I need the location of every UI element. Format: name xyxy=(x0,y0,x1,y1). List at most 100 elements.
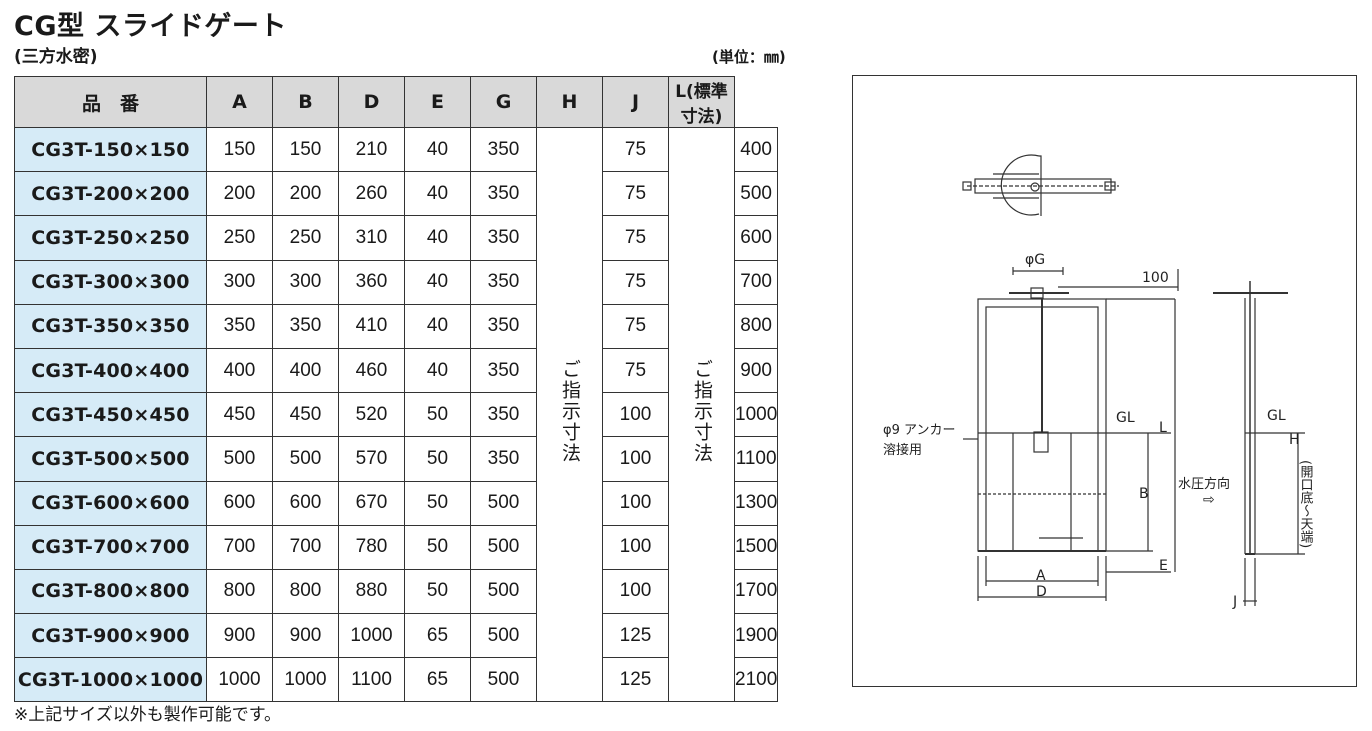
cell-d: 460 xyxy=(338,347,405,394)
cell-code: CG3T-1000×1000 xyxy=(14,657,207,703)
cell-j: 100 xyxy=(602,392,669,438)
cell-a: 400 xyxy=(206,347,273,394)
cell-g: 350 xyxy=(470,259,537,305)
cell-d: 780 xyxy=(338,524,405,570)
cell-j: 75 xyxy=(602,347,669,394)
cell-a: 600 xyxy=(206,480,273,526)
cell-e: 40 xyxy=(404,303,471,349)
cell-e: 65 xyxy=(404,657,471,703)
cell-l: 700 xyxy=(733,259,779,305)
cell-d: 310 xyxy=(338,215,405,261)
cell-j: 125 xyxy=(602,657,669,703)
cell-b: 1000 xyxy=(272,657,339,703)
cell-e: 40 xyxy=(404,259,471,305)
cell-e: 50 xyxy=(404,392,471,438)
cell-l: 500 xyxy=(733,171,779,217)
col-header-h: H xyxy=(536,76,603,128)
cell-code: CG3T-350×350 xyxy=(14,303,207,349)
cell-a: 250 xyxy=(206,215,273,261)
gate-diagram: φG 100 φ9 アンカー 溶接用 GL L B A D E J GL H 水… xyxy=(852,75,1357,687)
cell-j: 75 xyxy=(602,259,669,305)
cell-code: CG3T-500×500 xyxy=(14,436,207,482)
label-gl-front: GL xyxy=(1116,410,1135,426)
cell-d: 1000 xyxy=(338,613,405,659)
col-header-g: G xyxy=(470,76,537,128)
cell-l: 900 xyxy=(733,347,779,394)
label-j: J xyxy=(1232,594,1237,610)
col-header-code: 品 番 xyxy=(14,76,207,128)
cell-a: 450 xyxy=(206,392,273,438)
front-view xyxy=(963,267,1179,601)
cell-b: 200 xyxy=(272,171,339,217)
label-d: D xyxy=(1036,584,1047,600)
cell-code: CG3T-600×600 xyxy=(14,480,207,526)
label-b: B xyxy=(1139,486,1149,502)
cell-code: CG3T-450×450 xyxy=(14,392,207,438)
cell-d: 520 xyxy=(338,392,405,438)
cell-j: 100 xyxy=(602,436,669,482)
cell-e: 40 xyxy=(404,171,471,217)
cell-g: 350 xyxy=(470,215,537,261)
cell-a: 900 xyxy=(206,613,273,659)
cell-j: 75 xyxy=(602,303,669,349)
cell-e: 65 xyxy=(404,613,471,659)
cell-j: 75 xyxy=(602,171,669,217)
cell-a: 350 xyxy=(206,303,273,349)
cell-l: 1000 xyxy=(733,392,779,438)
top-view xyxy=(962,154,1119,216)
cell-b: 600 xyxy=(272,480,339,526)
cell-e: 50 xyxy=(404,568,471,615)
cell-l: 1900 xyxy=(733,613,779,659)
label-gl-side: GL xyxy=(1267,408,1286,424)
unit-label: (単位：㎜) xyxy=(712,48,786,66)
cell-j-merged: ご指示寸法 xyxy=(668,126,735,703)
cell-e: 40 xyxy=(404,126,471,173)
cell-b: 250 xyxy=(272,215,339,261)
cell-b: 450 xyxy=(272,392,339,438)
cell-l: 800 xyxy=(733,303,779,349)
cell-e: 50 xyxy=(404,436,471,482)
cell-g: 500 xyxy=(470,613,537,659)
cell-g: 350 xyxy=(470,171,537,217)
cell-a: 700 xyxy=(206,524,273,570)
j-instruction-text: ご指示寸法 xyxy=(691,359,712,465)
side-view xyxy=(1213,281,1305,606)
cell-b: 900 xyxy=(272,613,339,659)
cell-code: CG3T-250×250 xyxy=(14,215,207,261)
cell-g: 350 xyxy=(470,126,537,173)
col-header-b: B xyxy=(272,76,339,128)
cell-g: 500 xyxy=(470,524,537,570)
cell-b: 150 xyxy=(272,126,339,173)
cell-code: CG3T-200×200 xyxy=(14,171,207,217)
footnote: ※上記サイズ以外も製作可能です。 xyxy=(14,705,282,725)
cell-code: CG3T-300×300 xyxy=(14,259,207,305)
cell-g: 350 xyxy=(470,303,537,349)
page-subtitle: (三方水密) xyxy=(14,47,98,67)
cell-g: 500 xyxy=(470,568,537,615)
cell-l: 600 xyxy=(733,215,779,261)
col-header-e: E xyxy=(404,76,471,128)
h-instruction-text: ご指示寸法 xyxy=(559,359,580,465)
cell-d: 260 xyxy=(338,171,405,217)
cell-g: 350 xyxy=(470,392,537,438)
cell-l: 2100 xyxy=(733,657,779,703)
label-water-direction: 水圧方向 xyxy=(1178,476,1230,492)
cell-code: CG3T-150×150 xyxy=(14,126,207,173)
label-a: A xyxy=(1036,568,1046,584)
cell-d: 210 xyxy=(338,126,405,173)
label-h: H xyxy=(1289,432,1300,448)
cell-b: 700 xyxy=(272,524,339,570)
cell-a: 500 xyxy=(206,436,273,482)
cell-a: 300 xyxy=(206,259,273,305)
cell-a: 200 xyxy=(206,171,273,217)
cell-d: 570 xyxy=(338,436,405,482)
